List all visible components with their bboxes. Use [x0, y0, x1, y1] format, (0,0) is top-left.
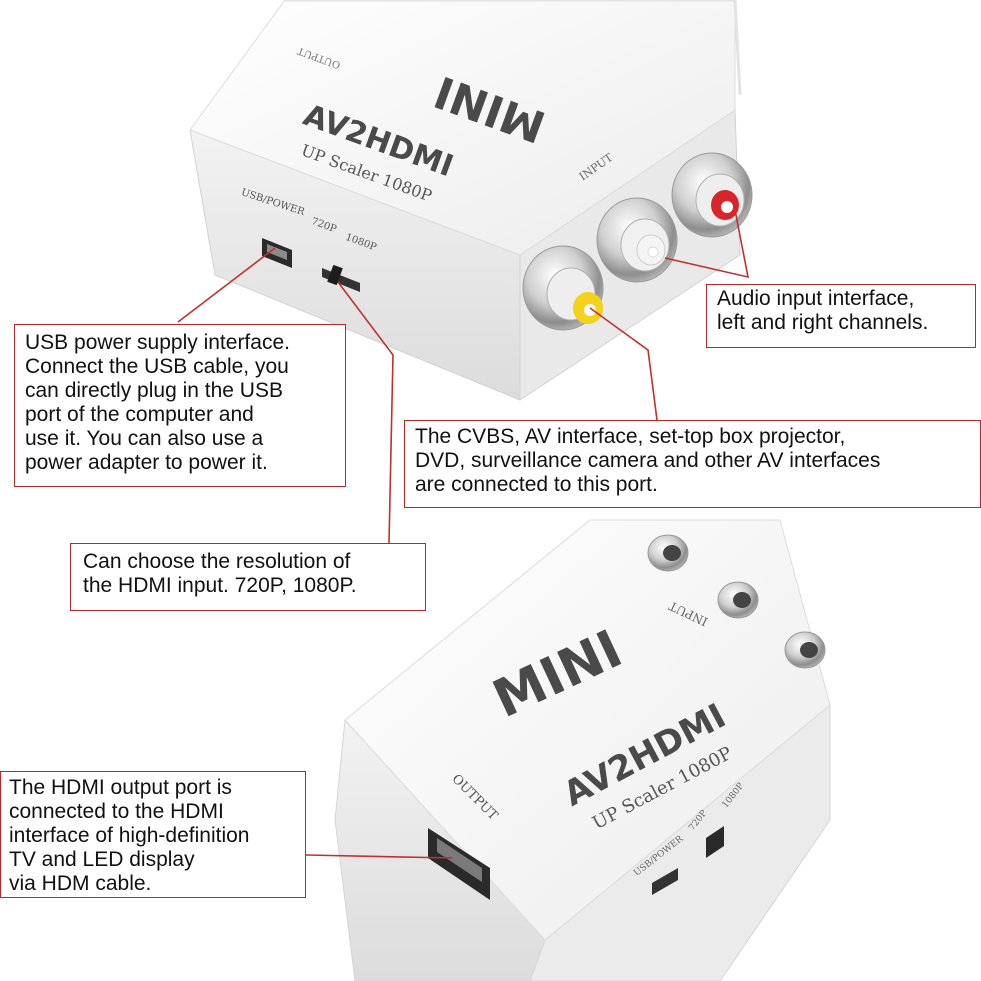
- leader-resolution: [337, 281, 394, 544]
- leader-lines: [177, 209, 750, 859]
- callout-resolution-switch: Can choose the resolution of the HDMI in…: [70, 543, 426, 611]
- top-rca-jacks: [522, 152, 753, 331]
- callout-cvbs-line-2: DVD, surveillance camera and other AV in…: [415, 449, 881, 472]
- callout-hdmi-output: The HDMI output port is connected to the…: [0, 771, 306, 898]
- rca-video-yellow-jack: [522, 245, 604, 331]
- rca-audio-red-jack: [671, 152, 753, 238]
- callout-resolution-line-1: Can choose the resolution of: [83, 550, 351, 573]
- callout-usb-power: USB power supply interface. Connect the …: [14, 324, 346, 487]
- callout-usb-line-4: port of the computer and: [25, 403, 254, 426]
- callout-cvbs-line-3: are connected to this port.: [415, 473, 658, 496]
- leader-audio: [664, 209, 750, 279]
- callout-hdmi-line-1: The HDMI output port is: [9, 776, 232, 799]
- callout-audio-line-1: Audio input interface,: [717, 287, 915, 310]
- bottom-rca-jacks: [647, 534, 826, 669]
- callout-audio-input: Audio input interface, left and right ch…: [706, 284, 976, 348]
- top-converter-device: MINI AV2HDMI UP Scaler 1080P OUTPUT INPU…: [189, 0, 753, 401]
- top-usb-port: [262, 238, 292, 268]
- callout-usb-line-1: USB power supply interface.: [25, 331, 290, 354]
- leader-hdmi: [305, 854, 453, 859]
- rca-audio-white-jack: [596, 197, 678, 283]
- callout-audio-line-2: left and right channels.: [717, 311, 929, 334]
- callout-usb-line-5: use it. You can also use a: [25, 427, 264, 450]
- leader-cvbs: [589, 307, 658, 421]
- callout-usb-line-3: can directly plug in the USB: [25, 379, 283, 402]
- callout-cvbs-av: The CVBS, AV interface, set-top box proj…: [404, 420, 981, 508]
- bottom-resolution-switch: [706, 826, 724, 858]
- callout-hdmi-line-4: TV and LED display: [9, 848, 195, 871]
- bottom-converter-device: INPUT MINI AV2HDMI UP Scaler 1080P OUTPU…: [334, 519, 831, 981]
- callout-usb-line-6: power adapter to power it.: [25, 451, 268, 474]
- leader-usb: [177, 247, 276, 323]
- callout-cvbs-line-1: The CVBS, AV interface, set-top box proj…: [415, 425, 846, 448]
- bottom-hdmi-port: [428, 828, 490, 900]
- bottom-usb-port: [652, 868, 678, 895]
- top-resolution-switch: [322, 264, 360, 292]
- callout-hdmi-line-3: interface of high-definition: [9, 824, 250, 847]
- callout-resolution-line-2: the HDMI input. 720P, 1080P.: [83, 574, 357, 597]
- callout-hdmi-line-5: via HDM cable.: [9, 872, 152, 895]
- callout-usb-line-2: Connect the USB cable, you: [25, 355, 289, 378]
- callout-hdmi-line-2: connected to the HDMI: [9, 800, 224, 823]
